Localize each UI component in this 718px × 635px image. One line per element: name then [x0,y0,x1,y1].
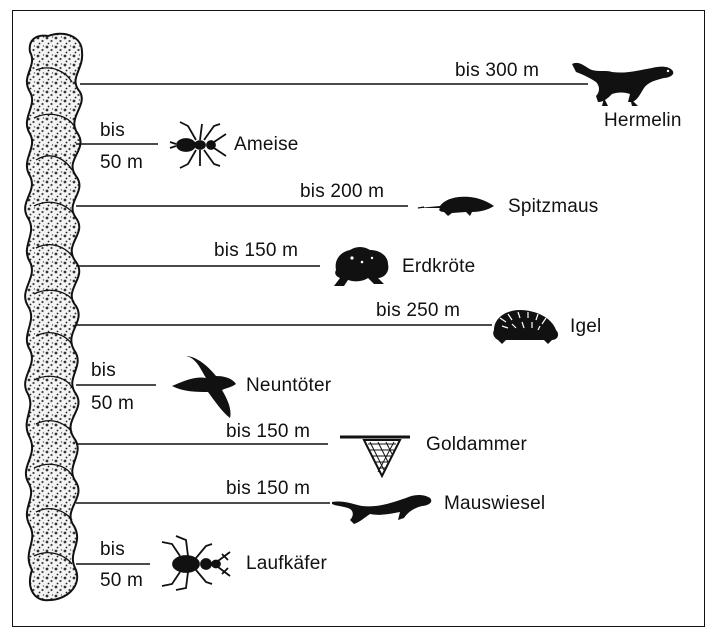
least-weasel-icon [332,495,431,524]
animal-name-hermelin: Hermelin [604,110,682,131]
animal-name-spitzmaus: Spitzmaus [508,196,599,217]
ant-icon [170,122,226,168]
distance-label-neuntoeter-line1: bis [91,360,116,381]
distance-label-igel: bis 250 m [376,300,460,321]
animal-name-ameise: Ameise [234,134,299,155]
animal-name-laufkaefer: Laufkäfer [246,553,327,574]
animal-name-goldammer: Goldammer [426,434,527,455]
bunting-icon [340,437,410,476]
distance-label-goldammer: bis 150 m [226,421,310,442]
weasel-icon [572,63,673,106]
hedgehog-icon [493,310,558,344]
animal-name-neuntoeter: Neuntöter [246,375,331,396]
animal-name-mauswiesel: Mauswiesel [444,493,545,514]
distance-label-neuntoeter-line2: 50 m [91,393,134,414]
distance-label-hermelin: bis 300 m [455,60,539,81]
distance-label-laufkaefer-line1: bis [100,539,125,560]
animal-name-igel: Igel [570,316,601,337]
distance-label-spitzmaus: bis 200 m [300,181,384,202]
animal-name-erdkroete: Erdkröte [402,256,475,277]
toad-icon [334,247,388,286]
distance-label-mauswiesel: bis 150 m [226,478,310,499]
shrike-icon [172,356,236,418]
distance-label-ameise-line1: bis [100,120,125,141]
distance-label-erdkroete: bis 150 m [214,240,298,261]
distance-label-laufkaefer-line2: 50 m [100,570,143,591]
beetle-icon [162,536,230,590]
distance-label-ameise-line2: 50 m [100,152,143,173]
shrew-icon [418,197,494,216]
